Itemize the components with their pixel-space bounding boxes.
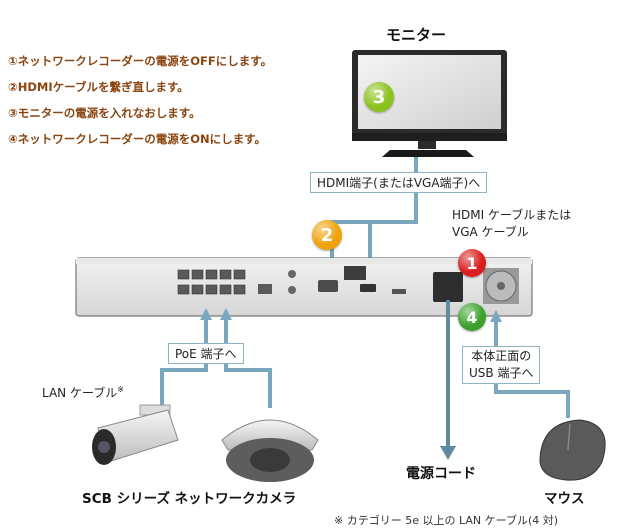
step-badge-2: 2 bbox=[312, 220, 342, 250]
usb-label-line2: USB 端子へ bbox=[469, 366, 534, 380]
usb-label-line1: 本体正面の bbox=[471, 349, 532, 363]
step-1: ①ネットワークレコーダーの電源をOFFにします。 bbox=[8, 54, 273, 68]
mouse-label: マウス bbox=[544, 491, 585, 507]
footnote: ※ カテゴリー 5e 以上の LAN ケーブル(4 対) bbox=[334, 514, 559, 527]
network-recorder bbox=[75, 257, 533, 317]
lan-cable-text: LAN ケーブル bbox=[42, 386, 118, 400]
step-badge-4: 4 bbox=[458, 303, 486, 331]
monitor-label: モニター bbox=[386, 26, 447, 44]
mouse-device bbox=[539, 419, 606, 481]
lan-cable bbox=[160, 320, 272, 408]
lan-cable-label: LAN ケーブル※ bbox=[42, 384, 124, 401]
hdmi-port-label: HDMI端子(またはVGA端子)へ bbox=[310, 172, 488, 193]
step-instructions: ①ネットワークレコーダーの電源をOFFにします。 ②HDMIケーブルを繋ぎ直しま… bbox=[8, 48, 308, 152]
step-4: ④ネットワークレコーダーの電源をONにします。 bbox=[8, 132, 266, 146]
camera-label: SCB シリーズ ネットワークカメラ bbox=[82, 491, 297, 507]
hdmi-cable-label-line1: HDMI ケーブルまたは bbox=[452, 208, 572, 222]
hdmi-cable-label: HDMI ケーブルまたは VGA ケーブル bbox=[452, 207, 571, 241]
hdmi-cable-label-line2: VGA ケーブル bbox=[452, 225, 529, 239]
power-cord-label: 電源コード bbox=[406, 466, 476, 482]
step-2: ②HDMIケーブルを繋ぎ直します。 bbox=[8, 80, 189, 94]
usb-port-label: 本体正面の USB 端子へ bbox=[462, 346, 541, 384]
poe-ports bbox=[177, 269, 246, 295]
poe-arrows bbox=[200, 308, 232, 320]
power-cord bbox=[440, 300, 456, 460]
bullet-camera bbox=[92, 404, 179, 465]
poe-port-label: PoE 端子へ bbox=[168, 343, 244, 364]
step-badge-1: 1 bbox=[458, 249, 486, 277]
step-3: ③モニターの電源を入れなおします。 bbox=[8, 106, 201, 120]
dome-camera bbox=[221, 419, 319, 482]
lan-cable-mark: ※ bbox=[117, 385, 124, 394]
step-badge-3: 3 bbox=[364, 82, 394, 112]
